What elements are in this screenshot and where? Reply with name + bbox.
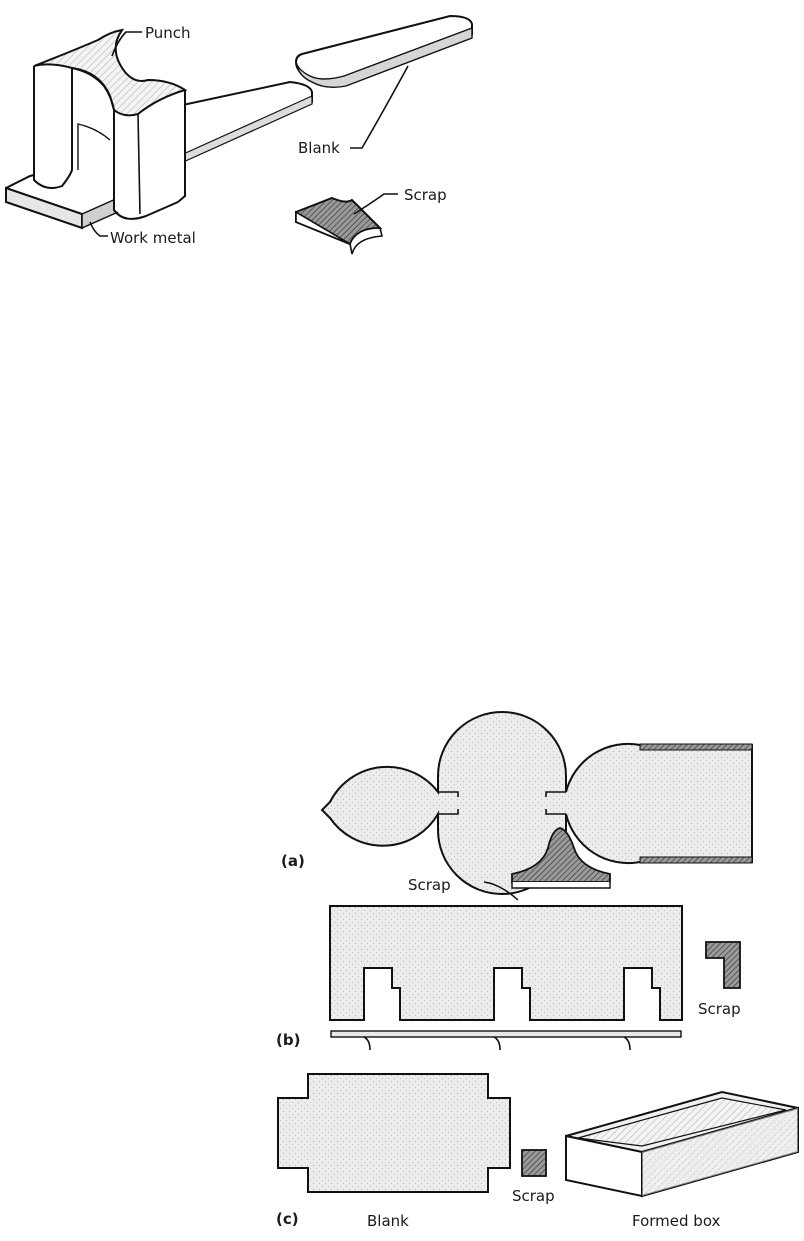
- label-b-scrap: Scrap: [698, 1000, 741, 1018]
- strip-b: [330, 906, 740, 1050]
- box-blank: [278, 1074, 510, 1192]
- scrap-part: [296, 198, 382, 254]
- label-blank: Blank: [298, 139, 340, 157]
- blank-part: [296, 16, 472, 87]
- blanking-figure: Punch Blank Scrap Work metal: [6, 16, 472, 254]
- label-b-tag: (b): [276, 1031, 300, 1049]
- label-work-metal: Work metal: [110, 229, 196, 247]
- scrap-c: [522, 1150, 546, 1176]
- label-c-scrap: Scrap: [512, 1187, 555, 1205]
- label-c-tag: (c): [276, 1210, 299, 1228]
- label-a-tag: (a): [281, 852, 305, 870]
- strip-a: [322, 712, 752, 900]
- formed-box: [566, 1092, 798, 1196]
- label-c-formed-box: Formed box: [632, 1212, 721, 1230]
- label-punch: Punch: [145, 24, 191, 42]
- label-c-blank: Blank: [367, 1212, 409, 1230]
- label-scrap: Scrap: [404, 186, 447, 204]
- label-a-scrap: Scrap: [408, 876, 451, 894]
